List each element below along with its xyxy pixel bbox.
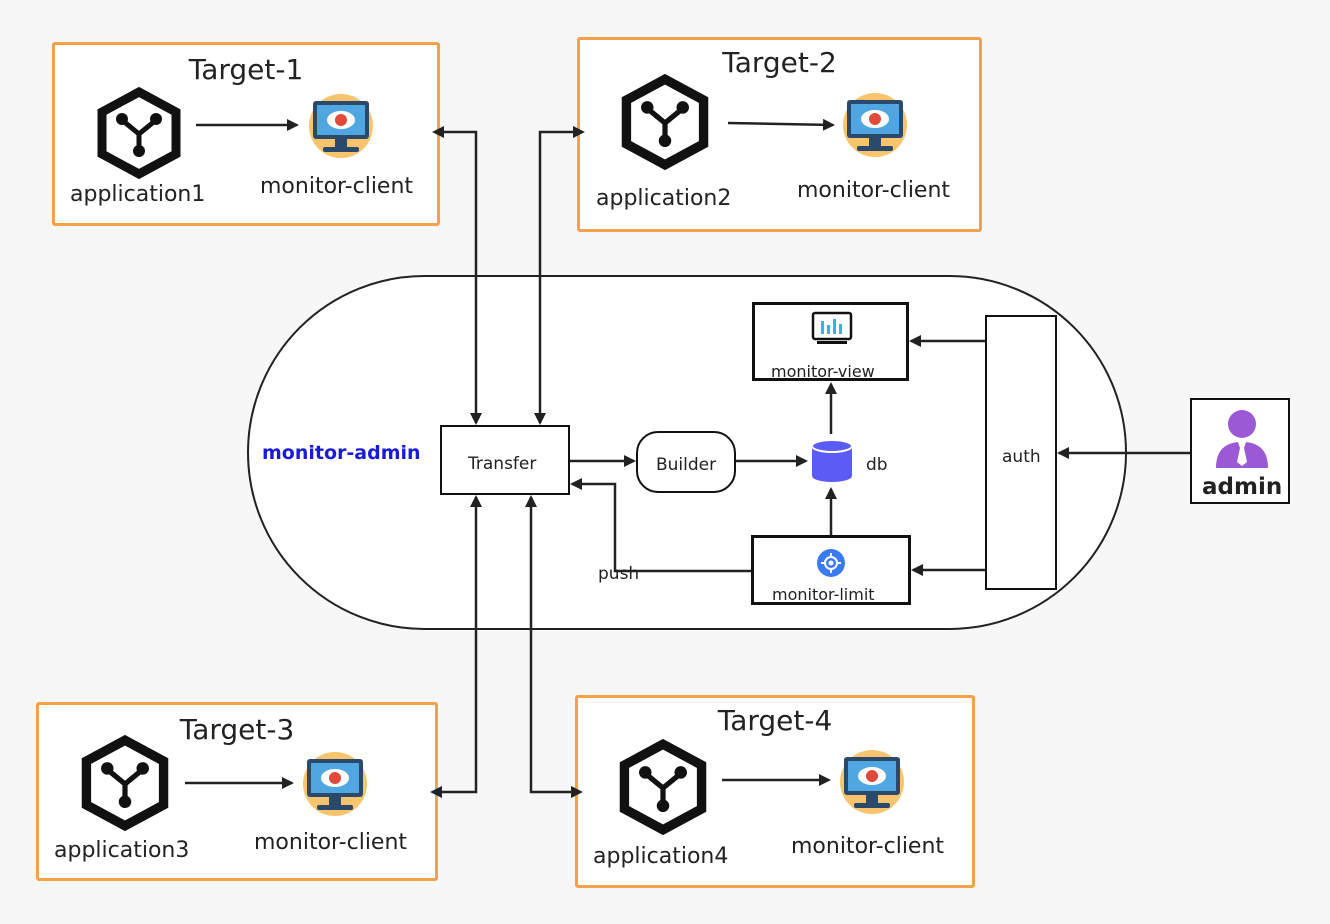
push-arrow: [570, 478, 751, 573]
auth-box: auth: [985, 315, 1057, 590]
user-icon: [1216, 410, 1268, 468]
application-label: application4: [593, 844, 729, 869]
hexagon-node-icon: [81, 734, 169, 832]
application-label: application2: [596, 186, 732, 211]
target2-transfer-arrow: [534, 126, 585, 425]
monitor-client-label: monitor-client: [791, 834, 945, 859]
target3-transfer-arrow: [430, 495, 482, 798]
target-title: Target-2: [722, 46, 837, 79]
hexagon-node-icon: [619, 738, 707, 836]
chart-screen-icon: [811, 311, 853, 344]
transfer-box: Transfer: [440, 425, 570, 495]
monitor-view-label: monitor-view: [771, 362, 875, 381]
target-title: Target-3: [179, 713, 295, 746]
monitor-client-label: monitor-client: [254, 830, 408, 855]
target-title: Target-1: [188, 53, 304, 86]
database-icon: [811, 439, 853, 482]
target-4-box: Target-4: [575, 695, 975, 888]
monitor-eye-icon: [309, 94, 373, 158]
db-label: db: [866, 455, 888, 475]
admin-label: admin: [1202, 474, 1283, 500]
builder-label: Builder: [656, 455, 717, 475]
monitor-eye-icon: [843, 93, 907, 157]
target-1-box: Target-1: [52, 42, 440, 226]
monitor-view-box: monitor-view: [752, 302, 909, 381]
push-label: push: [596, 564, 642, 584]
monitor-eye-icon: [303, 752, 367, 816]
monitor-client-label: monitor-client: [797, 178, 951, 203]
application-label: application1: [70, 182, 206, 207]
app-to-client-arrow: [727, 118, 835, 131]
monitor-eye-icon: [840, 750, 904, 814]
transfer-label: Transfer: [468, 454, 537, 474]
target-title: Target-4: [717, 704, 833, 737]
hexagon-node-icon: [621, 73, 709, 171]
monitor-limit-label: monitor-limit: [772, 585, 875, 604]
hexagon-node-icon: [97, 86, 181, 180]
monitor-client-label: monitor-client: [260, 174, 414, 199]
auth-label: auth: [1002, 447, 1041, 467]
builder-box: Builder: [636, 431, 736, 493]
target1-transfer-arrow: [432, 126, 482, 425]
application-label: application3: [54, 838, 190, 863]
monitor-limit-box: monitor-limit: [751, 535, 911, 605]
admin-box: admin: [1190, 398, 1290, 504]
monitor-admin-label: monitor-admin: [262, 442, 421, 464]
target-3-box: Target-3: [36, 702, 438, 881]
gear-icon: [817, 549, 845, 577]
target4-transfer-arrow: [525, 495, 583, 798]
